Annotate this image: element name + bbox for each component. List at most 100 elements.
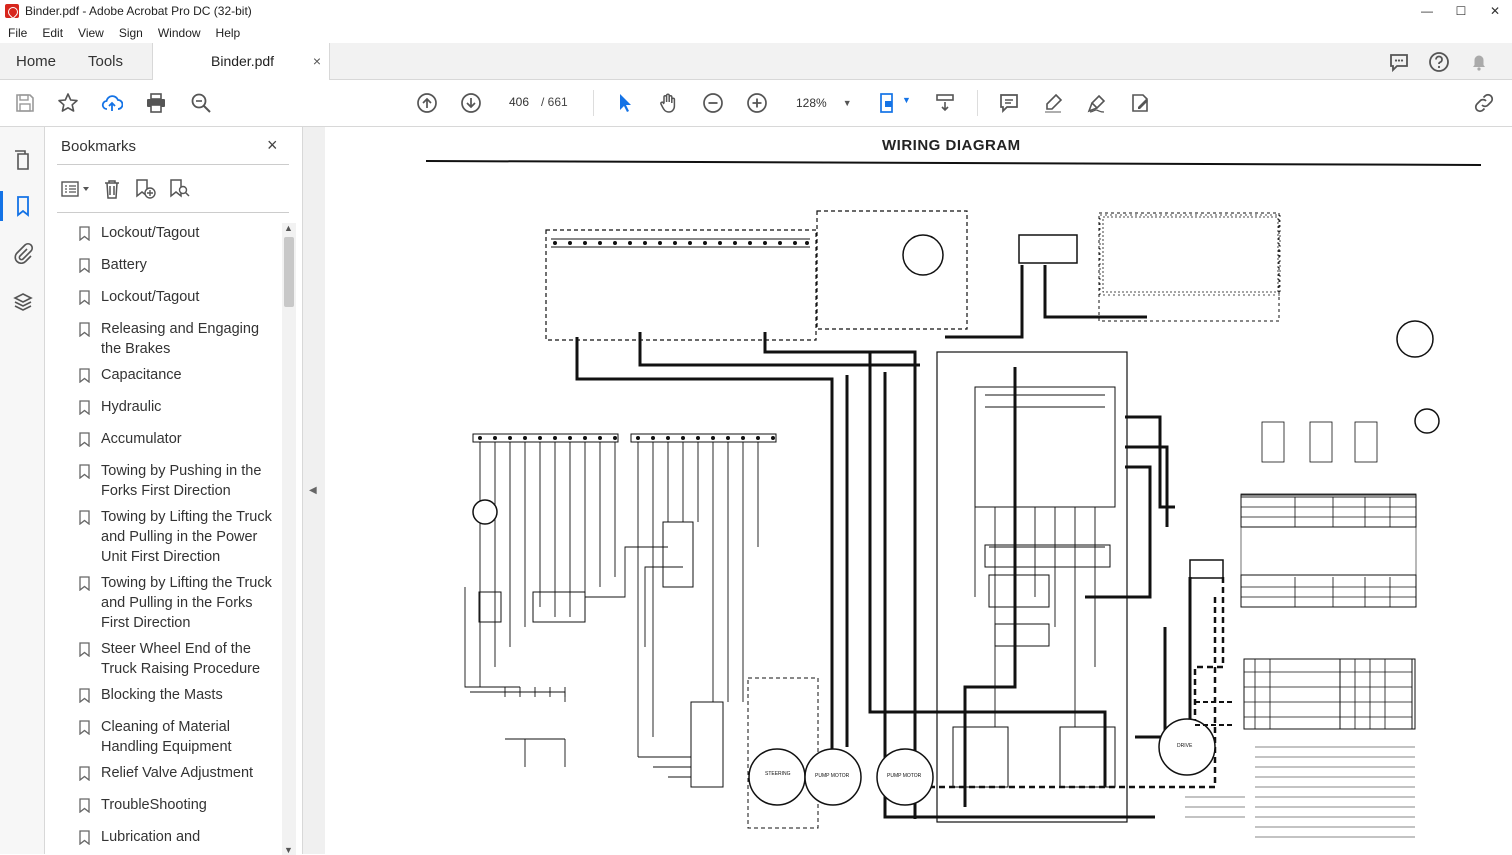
bookmark-item[interactable]: Towing by Lifting the Truck and Pulling … — [73, 573, 283, 633]
bookmark-icon — [79, 400, 90, 415]
bookmark-icon — [79, 464, 90, 479]
tab-document[interactable]: Binder.pdf × — [152, 43, 330, 81]
bookmark-item[interactable]: Towing by Lifting the Truck and Pulling … — [73, 507, 283, 567]
bookmark-item[interactable]: Steer Wheel End of the Truck Raising Pro… — [73, 639, 283, 679]
fit-page-dropdown-icon[interactable]: ▼ — [902, 95, 911, 105]
bookmark-item[interactable]: Accumulator — [73, 429, 283, 449]
bookmark-item[interactable]: Blocking the Masts — [73, 685, 283, 705]
svg-text:STEERING: STEERING — [765, 771, 791, 777]
diagram-heading: WIRING DIAGRAM — [882, 137, 1021, 154]
bookmark-list: Lockout/Tagout Battery Lockout/Tagout Re… — [73, 223, 283, 847]
menu-help[interactable]: Help — [215, 25, 241, 40]
draw-pen-icon[interactable] — [1085, 91, 1109, 115]
menu-sign[interactable]: Sign — [118, 25, 143, 40]
main-toolbar: ▼ — [0, 80, 1512, 127]
select-cursor-icon[interactable] — [613, 91, 637, 115]
bookmark-label: TroubleShooting — [101, 797, 207, 813]
bookmark-label: Accumulator — [101, 431, 182, 447]
bookmark-label: Relief Valve Adjustment — [101, 765, 254, 781]
bookmark-icon — [79, 798, 90, 813]
bookmark-icon — [79, 720, 90, 735]
comment-icon[interactable] — [1388, 51, 1410, 73]
tab-bar: Home Tools Binder.pdf × — [0, 43, 1512, 81]
bookmark-icon — [79, 290, 90, 305]
title-bar: Binder.pdf - Adobe Acrobat Pro DC (32-bi… — [0, 0, 1512, 22]
zoom-level-select[interactable]: 128% ▼ — [790, 91, 856, 115]
bookmark-item[interactable]: Lubrication and — [73, 827, 283, 847]
panel-collapse-handle[interactable]: ◀ — [303, 127, 325, 854]
save-icon[interactable] — [13, 91, 37, 115]
close-window-icon[interactable]: ✕ — [1489, 4, 1501, 18]
add-comment-icon[interactable] — [997, 91, 1021, 115]
menu-file[interactable]: File — [8, 25, 28, 40]
options-menu-icon[interactable] — [61, 178, 91, 200]
help-icon[interactable] — [1428, 51, 1450, 73]
fit-page-icon[interactable] — [877, 91, 901, 115]
chevron-left-icon: ◀ — [309, 485, 317, 496]
bookmark-item[interactable]: Lockout/Tagout — [73, 223, 283, 243]
bookmark-icon — [79, 510, 90, 525]
hand-tool-icon[interactable] — [656, 91, 680, 115]
bookmark-label: Steer Wheel End of the Truck Raising Pro… — [101, 641, 261, 677]
close-tab-icon[interactable]: × — [312, 53, 321, 69]
bookmark-label: Towing by Lifting the Truck and Pulling … — [101, 509, 272, 565]
delete-bookmark-icon[interactable] — [101, 178, 123, 200]
menu-window[interactable]: Window — [157, 25, 201, 40]
bookmark-item[interactable]: TroubleShooting — [73, 795, 283, 815]
bookmark-label: Lockout/Tagout — [101, 289, 200, 305]
svg-text:PUMP MOTOR: PUMP MOTOR — [815, 773, 850, 779]
scroll-up-icon[interactable]: ▲ — [284, 223, 293, 233]
bookmark-item[interactable]: Cleaning of Material Handling Equipment — [73, 717, 283, 757]
bookmark-label: Capacitance — [101, 367, 182, 383]
bookmark-item[interactable]: Lockout/Tagout — [73, 287, 283, 307]
fill-sign-icon[interactable] — [1128, 91, 1152, 115]
window-title: Binder.pdf - Adobe Acrobat Pro DC (32-bi… — [25, 4, 252, 18]
share-link-icon[interactable] — [1472, 91, 1496, 115]
bookmark-search-icon[interactable] — [167, 178, 191, 200]
zoom-out-icon[interactable] — [701, 91, 725, 115]
tab-home[interactable]: Home — [16, 53, 57, 70]
bookmarks-scrollbar[interactable]: ▲ ▼ — [282, 223, 296, 855]
page-number-input[interactable] — [500, 90, 538, 114]
bookmark-icon — [79, 642, 90, 657]
bookmark-icon — [79, 766, 90, 781]
bookmarks-toolbar — [61, 177, 191, 201]
layers-icon[interactable] — [10, 289, 36, 315]
bookmark-item[interactable]: Towing by Pushing in the Forks First Dir… — [73, 461, 283, 501]
zoom-level-value: 128% — [796, 96, 827, 110]
close-panel-icon[interactable]: × — [267, 135, 278, 155]
attachment-icon[interactable] — [10, 240, 36, 266]
cloud-upload-icon[interactable] — [100, 91, 124, 115]
zoom-in-icon[interactable] — [745, 91, 769, 115]
bookmark-label: Hydraulic — [101, 399, 162, 415]
bookmark-icon — [79, 258, 90, 273]
bookmark-item[interactable]: Capacitance — [73, 365, 283, 385]
bookmark-label: Towing by Pushing in the Forks First Dir… — [101, 463, 262, 499]
notification-bell-icon[interactable] — [1468, 51, 1490, 73]
scroll-mode-icon[interactable] — [933, 91, 957, 115]
maximize-icon[interactable]: ☐ — [1455, 4, 1467, 18]
next-page-icon[interactable] — [459, 91, 483, 115]
scroll-down-icon[interactable]: ▼ — [284, 845, 293, 855]
bookmark-item[interactable]: Battery — [73, 255, 283, 275]
search-zoom-icon[interactable] — [189, 91, 213, 115]
print-icon[interactable] — [144, 91, 168, 115]
acrobat-app-icon — [5, 4, 19, 18]
menu-edit[interactable]: Edit — [42, 25, 64, 40]
menu-view[interactable]: View — [78, 25, 104, 40]
highlight-pen-icon[interactable] — [1041, 91, 1065, 115]
bookmark-icon[interactable] — [0, 191, 36, 221]
previous-page-icon[interactable] — [415, 91, 439, 115]
document-view[interactable]: WIRING DIAGRAM — [325, 127, 1512, 854]
bookmark-item[interactable]: Releasing and Engaging the Brakes — [73, 319, 283, 359]
tab-tools[interactable]: Tools — [88, 53, 124, 70]
bookmark-item[interactable]: Relief Valve Adjustment — [73, 763, 283, 783]
new-bookmark-icon[interactable] — [133, 178, 157, 200]
pages-icon[interactable] — [10, 147, 36, 173]
header-right-icons — [1388, 51, 1490, 73]
bookmark-icon — [79, 226, 90, 241]
minimize-icon[interactable]: — — [1421, 4, 1433, 18]
bookmark-item[interactable]: Hydraulic — [73, 397, 283, 417]
scrollbar-thumb[interactable] — [284, 237, 294, 307]
star-icon[interactable] — [56, 91, 80, 115]
